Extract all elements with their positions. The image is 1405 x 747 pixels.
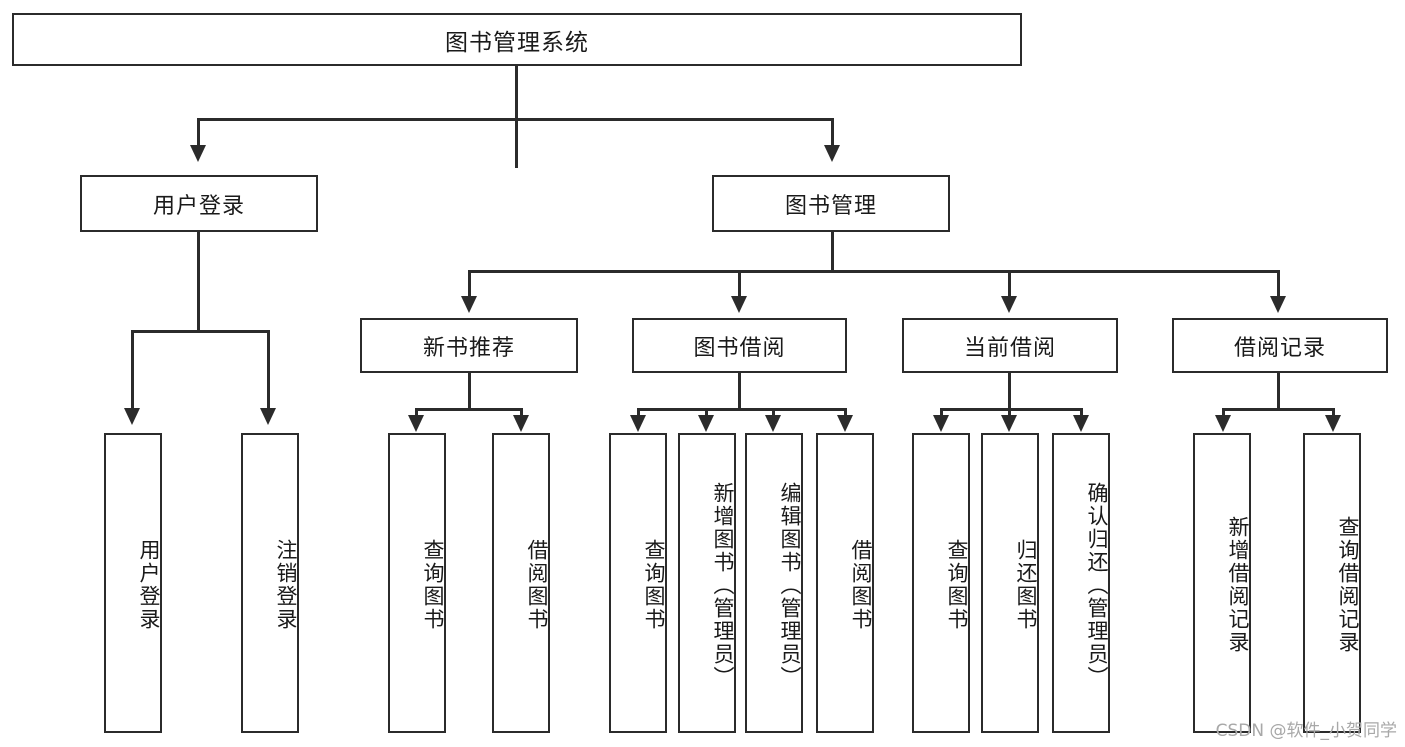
connector-borrowrecord-bus <box>1222 408 1335 411</box>
leaf-label: 用户登录 <box>137 539 161 631</box>
connector-root-drop-left <box>197 118 200 148</box>
csdn-watermark: CSDN @软件_小贺同学 <box>1215 721 1397 741</box>
node-user-login[interactable]: 用户登录 <box>80 175 318 232</box>
leaf-borrow-book-newbook[interactable]: 借阅图书 <box>492 433 550 733</box>
arrow-to-user-login <box>190 145 206 162</box>
connector-br-drop-2 <box>1332 408 1335 418</box>
arrow-to-current-borrow <box>1001 296 1017 313</box>
leaf-label: 借阅图书 <box>525 539 549 631</box>
connector-bm-drop-1 <box>468 270 471 298</box>
node-borrow-record[interactable]: 借阅记录 <box>1172 318 1388 373</box>
node-label: 图书管理 <box>784 193 877 219</box>
leaf-query-book-current[interactable]: 查询图书 <box>912 433 970 733</box>
arrow-to-leaf-query-record <box>1325 415 1341 432</box>
connector-newbook-stem <box>468 373 471 410</box>
node-label: 图书借阅 <box>693 335 786 361</box>
connector-borrowrecord-stem <box>1277 373 1280 410</box>
connector-bookmanage-stem <box>831 232 834 272</box>
arrow-to-borrow-record <box>1270 296 1286 313</box>
arrow-to-leaf-borrow-book-2 <box>837 415 853 432</box>
connector-cb-drop-3 <box>1080 408 1083 418</box>
connector-br-drop-1 <box>1222 408 1225 418</box>
connector-bm-drop-2 <box>738 270 741 298</box>
connector-cb-drop-2 <box>1008 408 1011 418</box>
connector-newbook-bus <box>415 408 523 411</box>
connector-bb-drop-1 <box>637 408 640 418</box>
connector-bookborrow-stem <box>738 373 741 410</box>
node-root-system[interactable]: 图书管理系统 <box>12 13 1022 66</box>
leaf-label: 注销登录 <box>274 539 298 631</box>
leaf-label: 查询借阅记录 <box>1336 516 1360 654</box>
arrow-to-leaf-query-book-2 <box>630 415 646 432</box>
connector-userlogin-drop-1 <box>131 330 134 410</box>
connector-cb-drop-1 <box>940 408 943 418</box>
connector-currentborrow-bus <box>940 408 1083 411</box>
arrow-to-leaf-logout <box>260 408 276 425</box>
arrow-to-leaf-return-book <box>1001 415 1017 432</box>
leaf-label: 查询图书 <box>945 539 969 631</box>
leaf-label: 查询图书 <box>642 539 666 631</box>
node-label: 当前借阅 <box>963 335 1056 361</box>
connector-bookborrow-bus <box>637 408 847 411</box>
arrow-to-leaf-edit-book <box>765 415 781 432</box>
leaf-user-login[interactable]: 用户登录 <box>104 433 162 733</box>
arrow-to-book-borrow <box>731 296 747 313</box>
leaf-query-book-newbook[interactable]: 查询图书 <box>388 433 446 733</box>
leaf-add-book-admin[interactable]: 新增图书（管理员） <box>678 433 736 733</box>
connector-userlogin-drop-2 <box>267 330 270 410</box>
node-label: 图书管理系统 <box>445 29 589 56</box>
arrow-to-leaf-add-book <box>698 415 714 432</box>
leaf-borrow-book-borrow[interactable]: 借阅图书 <box>816 433 874 733</box>
node-label: 借阅记录 <box>1233 335 1326 361</box>
arrow-to-leaf-borrow-book-1 <box>513 415 529 432</box>
leaf-query-borrow-record[interactable]: 查询借阅记录 <box>1303 433 1361 733</box>
connector-bb-drop-3 <box>772 408 775 418</box>
leaf-label: 查询图书 <box>421 539 445 631</box>
connector-currentborrow-stem <box>1008 373 1011 410</box>
connector-bm-drop-3 <box>1008 270 1011 298</box>
connector-userlogin-stem <box>197 232 200 332</box>
leaf-label: 新增图书（管理员） <box>711 481 735 689</box>
connector-userlogin-bus <box>131 330 270 333</box>
leaf-edit-book-admin[interactable]: 编辑图书（管理员） <box>745 433 803 733</box>
arrow-to-leaf-confirm-return <box>1073 415 1089 432</box>
leaf-label: 归还图书 <box>1014 539 1038 631</box>
node-label: 新书推荐 <box>422 335 515 361</box>
node-book-borrow[interactable]: 图书借阅 <box>632 318 847 373</box>
arrow-to-leaf-query-book-1 <box>408 415 424 432</box>
leaf-label: 新增借阅记录 <box>1226 516 1250 654</box>
node-new-book-recommend[interactable]: 新书推荐 <box>360 318 578 373</box>
leaf-label: 编辑图书（管理员） <box>778 481 802 689</box>
leaf-add-borrow-record[interactable]: 新增借阅记录 <box>1193 433 1251 733</box>
connector-bb-drop-2 <box>705 408 708 418</box>
connector-bm-drop-4 <box>1277 270 1280 298</box>
leaf-label: 借阅图书 <box>849 539 873 631</box>
node-label: 用户登录 <box>152 193 245 219</box>
arrow-to-leaf-user-login <box>124 408 140 425</box>
arrow-to-new-book-rec <box>461 296 477 313</box>
connector-root-bus <box>197 118 834 121</box>
leaf-confirm-return-admin[interactable]: 确认归还（管理员） <box>1052 433 1110 733</box>
connector-bb-drop-4 <box>844 408 847 418</box>
arrow-to-leaf-query-book-3 <box>933 415 949 432</box>
connector-bookmanage-bus <box>468 270 1280 273</box>
node-book-management[interactable]: 图书管理 <box>712 175 950 232</box>
connector-newbook-drop-2 <box>520 408 523 418</box>
leaf-label: 确认归还（管理员） <box>1085 481 1109 689</box>
connector-root-drop-right <box>831 118 834 148</box>
connector-root-stem <box>515 66 518 168</box>
leaf-logout[interactable]: 注销登录 <box>241 433 299 733</box>
node-current-borrow[interactable]: 当前借阅 <box>902 318 1118 373</box>
leaf-query-book-borrow[interactable]: 查询图书 <box>609 433 667 733</box>
connector-newbook-drop-1 <box>415 408 418 418</box>
leaf-return-book[interactable]: 归还图书 <box>981 433 1039 733</box>
arrow-to-leaf-add-record <box>1215 415 1231 432</box>
arrow-to-book-manage <box>824 145 840 162</box>
